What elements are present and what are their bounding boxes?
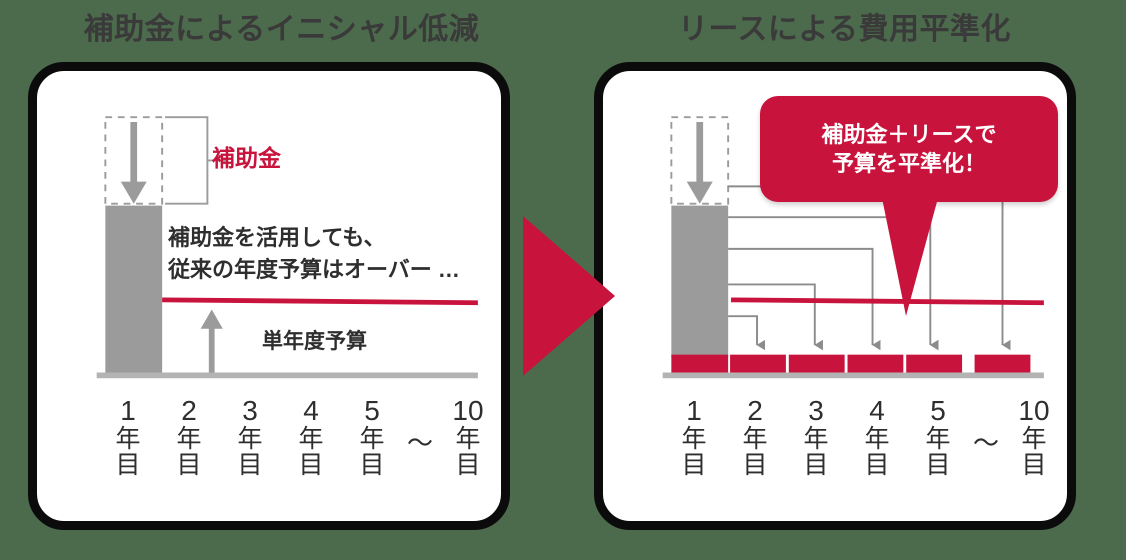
axis-tick-left-5: 5 年 目 [350,396,394,479]
lease-bar-year10 [974,354,1031,375]
tick-char-year: 年 [237,424,263,453]
lease-bar-year5 [906,354,963,375]
tick-char-ordinal: 目 [455,451,481,480]
lease-connector-year4 [728,247,881,351]
lease-connectors [728,185,1011,351]
callout-tail-icon [882,198,938,316]
tick-char-ordinal: 目 [176,451,202,480]
axis-tick-right-3: 3 年 目 [794,396,838,479]
tick-char-ordinal: 目 [681,451,707,480]
tick-char-ordinal: 目 [298,451,324,480]
tick-char-year: 年 [681,424,707,453]
subsidy-ghost-bar [104,116,164,205]
transition-arrow-icon [523,216,615,376]
left-panel-title: 補助金によるイニシャル低減 [83,13,480,46]
lease-payment-bars [671,354,1031,375]
tick-char-year: 年 [864,424,890,453]
subsidy-ghost-bar [670,116,730,205]
tick-number: 2 [181,395,197,426]
lease-connector-year10 [728,185,1011,351]
annual-budget-label: 単年度予算 [262,330,367,353]
axis-range-separator-left: ～ [406,428,433,458]
axis-range-separator-right: ～ [972,428,999,458]
left-body-line-2: 従来の年度予算はオーバー … [168,256,460,282]
tick-number: 3 [242,395,258,426]
left-body-line-1: 補助金を活用しても、 [168,225,386,250]
axis-tick-left-3: 3 年 目 [228,396,272,479]
lease-bar-year4 [847,354,904,375]
right-chart-graphic [662,116,1044,379]
left-body-copy: 補助金を活用しても、 従来の年度予算はオーバー … [168,222,460,286]
tick-char-year: 年 [1021,424,1047,453]
axis-tick-right-10: 10 年 目 [1012,396,1056,479]
lease-connector-year3 [728,283,823,351]
axis-tick-left-4: 4 年 目 [289,396,333,479]
tick-char-ordinal: 目 [864,451,890,480]
axis-tick-right-4: 4 年 目 [855,396,899,479]
left-chart-graphic [96,116,478,379]
tick-number: 2 [747,395,763,426]
subsidy-reduction-arrow-icon [686,121,713,204]
tick-number: 3 [808,395,824,426]
axis-tick-left-1: 1 年 目 [106,396,150,479]
axis-tick-right-1: 1 年 目 [672,396,716,479]
tick-char-year: 年 [742,424,768,453]
tick-number: 10 [452,395,484,426]
budget-up-arrow-icon [200,309,223,375]
tick-char-year: 年 [176,424,202,453]
initial-cost-bar-year1 [671,205,729,358]
subsidy-label: 補助金 [212,145,281,171]
tick-char-year: 年 [455,424,481,453]
tick-number: 5 [930,395,946,426]
right-panel-title: リースによる費用平準化 [677,13,1012,46]
tick-number: 1 [120,395,136,426]
subsidy-bracket [165,116,226,205]
highlight-callout: 補助金＋リースで 予算を平準化！ [760,96,1058,202]
tick-number: 5 [364,395,380,426]
tick-char-year: 年 [115,424,141,453]
tick-char-ordinal: 目 [925,451,951,480]
tick-char-year: 年 [925,424,951,453]
tick-char-ordinal: 目 [237,451,263,480]
tick-char-ordinal: 目 [1021,451,1047,480]
tick-char-ordinal: 目 [359,451,385,480]
left-axis-labels: 1 年 目 2 年 目 3 年 目 4 年 目 5 年 目 ～ 10 年 目 [28,396,510,506]
callout-line-1: 補助金＋リースで [821,121,997,147]
axis-tick-right-2: 2 年 目 [733,396,777,479]
callout-text: 補助金＋リースで 予算を平準化！ [822,120,997,178]
right-axis-labels: 1 年 目 2 年 目 3 年 目 4 年 目 5 年 目 ～ 10 年 目 [594,396,1076,506]
lease-bar-year3 [788,354,845,375]
tick-char-ordinal: 目 [803,451,829,480]
tick-number: 10 [1018,395,1050,426]
tick-number: 1 [686,395,702,426]
tick-char-year: 年 [803,424,829,453]
left-panel-card [28,62,510,530]
annual-budget-line [731,297,1044,306]
axis-tick-right-5: 5 年 目 [916,396,960,479]
lease-connector-year2 [728,315,766,351]
annual-budget-line [162,297,478,306]
lease-bar-year2 [730,354,786,375]
axis-tick-left-10: 10 年 目 [446,396,490,479]
initial-cost-bar-year1 [105,205,163,373]
tick-char-year: 年 [359,424,385,453]
axis-tick-left-2: 2 年 目 [167,396,211,479]
callout-line-2: 予算を平準化！ [831,151,986,176]
lease-bar-year1 [671,354,729,375]
tick-char-ordinal: 目 [742,451,768,480]
tick-number: 4 [869,395,885,426]
subsidy-reduction-arrow-icon [120,121,147,204]
tick-char-year: 年 [298,424,324,453]
tick-char-ordinal: 目 [115,451,141,480]
tick-number: 4 [303,395,319,426]
